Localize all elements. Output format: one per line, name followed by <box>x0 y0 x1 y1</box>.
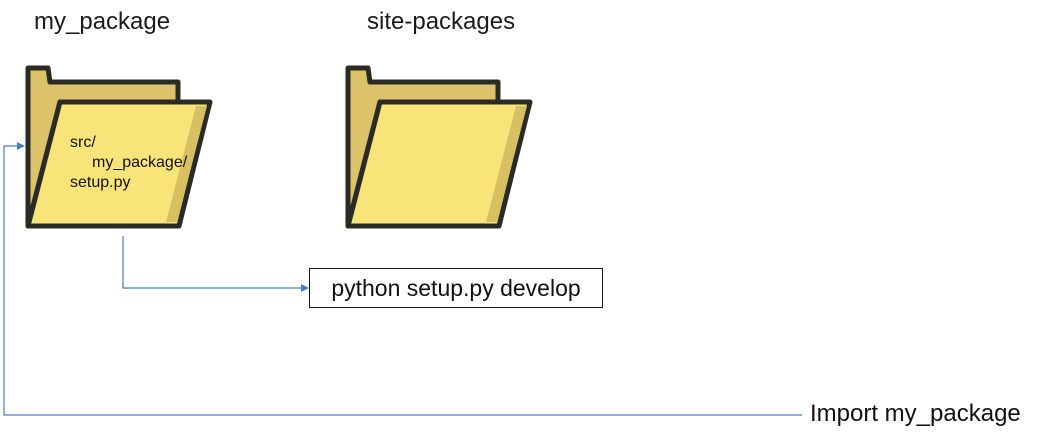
develop-command-label: python setup.py develop <box>331 274 581 301</box>
folder-icon-site-packages <box>345 65 533 229</box>
arrow-to-develop-command <box>122 236 309 292</box>
arrow-import-to-folder <box>3 142 802 416</box>
import-caption: Import my_package <box>810 400 1021 427</box>
folder-content-src: src/ <box>70 134 96 151</box>
folder-title-my-package: my_package <box>34 8 171 35</box>
folder-title-site-packages: site-packages <box>367 8 516 35</box>
develop-command-box: python setup.py develop <box>309 268 603 308</box>
folder-content-my-package: my_package/ <box>92 154 188 171</box>
folder-icon-my-package <box>25 65 213 229</box>
folder-content-setup-py: setup.py <box>70 174 131 191</box>
